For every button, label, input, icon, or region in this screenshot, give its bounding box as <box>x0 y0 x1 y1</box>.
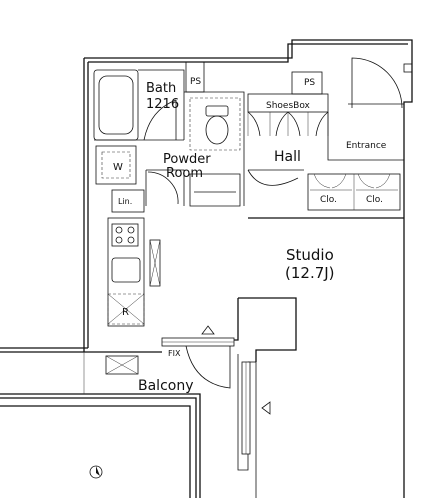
label-ps-1: PS <box>190 77 201 87</box>
balcony-area <box>0 354 257 498</box>
windows <box>161 325 271 455</box>
powder-room <box>145 91 245 207</box>
north-arrow-icon <box>89 465 103 479</box>
label-balcony: Balcony <box>138 378 194 394</box>
ac-unit <box>105 355 139 375</box>
label-shoesbox: ShoesBox <box>266 101 311 111</box>
label-bath-size: 1216 <box>146 97 179 112</box>
label-ps-2: PS <box>304 78 315 88</box>
label-bath: Bath <box>146 81 176 96</box>
label-studio-area: (12.7J) <box>285 264 335 282</box>
label-powder-1: Powder <box>163 152 211 167</box>
label-entrance: Entrance <box>346 141 387 151</box>
kitchen <box>107 217 161 327</box>
washer-space <box>95 145 137 185</box>
hall-storage <box>247 93 404 211</box>
label-powder-2: Room <box>166 166 203 181</box>
entrance-door <box>348 57 413 109</box>
label-washer: W <box>113 162 123 173</box>
label-fridge: R <box>122 307 129 318</box>
label-hall: Hall <box>274 149 301 165</box>
label-fix: FIX <box>168 349 181 358</box>
label-studio: Studio <box>286 246 334 264</box>
bathroom <box>93 69 185 141</box>
linen-closet <box>111 189 145 213</box>
label-closet-1: Clo. <box>320 195 337 205</box>
label-linen: Lin. <box>118 197 132 206</box>
label-closet-2: Clo. <box>366 195 383 205</box>
